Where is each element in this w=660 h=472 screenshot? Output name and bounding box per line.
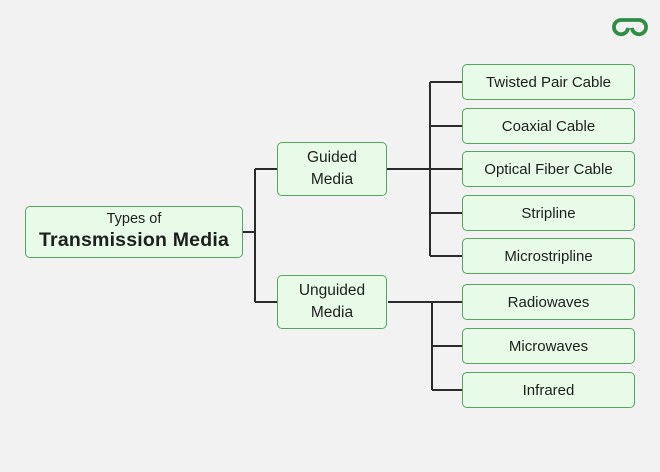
- leaf-node-microwaves: Microwaves: [462, 328, 635, 364]
- leaf-node-radiowaves: Radiowaves: [462, 284, 635, 320]
- tree-connector-path: [243, 81, 462, 391]
- leaf-label-radiowaves: Radiowaves: [507, 293, 590, 311]
- branch-label-guided-media: Guided Media: [307, 149, 357, 188]
- leaf-node-optical-fiber-cable: Optical Fiber Cable: [462, 151, 635, 187]
- leaf-node-infrared: Infrared: [462, 372, 635, 408]
- leaf-label-microwaves: Microwaves: [508, 337, 589, 355]
- leaf-label-twisted-pair-cable: Twisted Pair Cable: [485, 73, 612, 91]
- leaf-node-twisted-pair-cable: Twisted Pair Cable: [462, 64, 635, 100]
- leaf-label-microstripline: Microstripline: [504, 247, 593, 265]
- branch-label-unguided-media: Unguided Media: [298, 282, 366, 321]
- root-label-line2: Transmission Media: [39, 228, 229, 251]
- root-node-types-of-transmission-media: Types of Transmission Media: [25, 206, 243, 258]
- leaf-label-infrared: Infrared: [522, 381, 575, 399]
- branch-node-guided-media: Guided Media: [277, 142, 387, 196]
- leaf-label-coaxial-cable: Coaxial Cable: [501, 117, 596, 135]
- leaf-label-stripline: Stripline: [521, 204, 576, 222]
- geeksforgeeks-logo-icon: [612, 18, 648, 37]
- branch-node-unguided-media: Unguided Media: [277, 275, 387, 329]
- leaf-node-stripline: Stripline: [462, 195, 635, 231]
- leaf-node-coaxial-cable: Coaxial Cable: [462, 108, 635, 144]
- root-label-line1: Types of: [106, 211, 162, 228]
- leaf-label-optical-fiber-cable: Optical Fiber Cable: [484, 160, 613, 178]
- leaf-node-microstripline: Microstripline: [462, 238, 635, 274]
